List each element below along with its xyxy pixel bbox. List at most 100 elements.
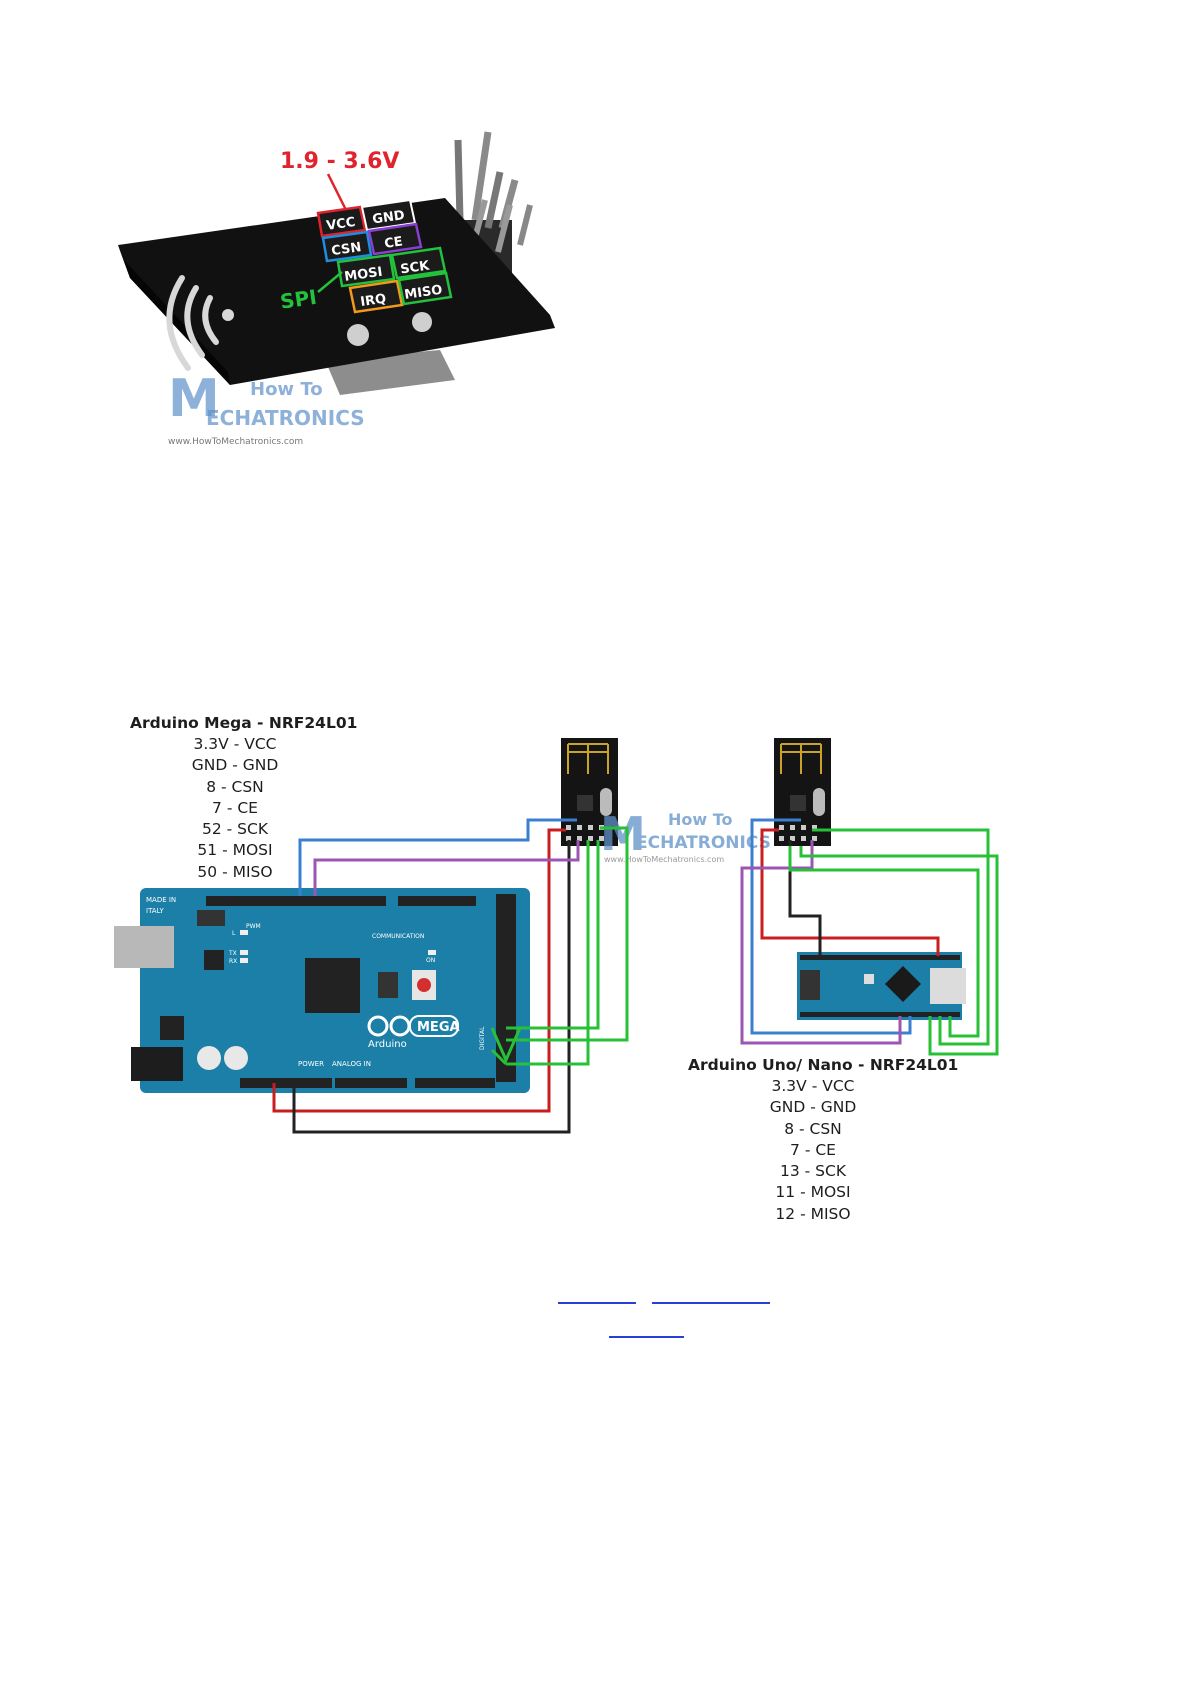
mega-pin-row: GND - GND — [191, 756, 279, 775]
svg-text:MADE IN: MADE IN — [146, 896, 176, 904]
svg-text:SPI: SPI — [279, 285, 319, 314]
svg-text:How To: How To — [250, 379, 323, 400]
svg-text:RX: RX — [229, 958, 237, 965]
dc-jack — [131, 1047, 183, 1081]
svg-text:ON: ON — [426, 957, 435, 964]
mega-pin-row: 8 - CSN — [206, 777, 264, 796]
uno-pin-row: 7 - CE — [790, 1140, 836, 1159]
mega-pinout-title: Arduino Mega - NRF24L01 — [130, 714, 358, 732]
svg-text:L: L — [232, 930, 236, 937]
svg-text:TX: TX — [228, 950, 237, 957]
watermark-logo: M How To ECHATRONICS www.HowToMechatroni… — [600, 807, 771, 864]
wire-mosi — [506, 840, 600, 1030]
pin-label-irq: IRQ — [348, 279, 404, 314]
svg-text:ECHATRONICS: ECHATRONICS — [636, 833, 771, 853]
svg-text:SCK: SCK — [399, 258, 431, 277]
mcu-chip — [305, 958, 360, 1013]
comm-header — [398, 896, 476, 906]
wire-sck — [812, 828, 990, 1046]
mega-pinout-box: Arduino Mega - NRF24L01 3.3V - VCC GND -… — [130, 713, 358, 883]
pin-label-mosi: MOSI — [336, 253, 396, 288]
arduino-nano-board — [797, 952, 966, 1020]
svg-text:M: M — [168, 369, 220, 429]
arduino-mega-board: MEGA Arduino MADE IN ITALY POWER ANALOG … — [114, 888, 530, 1093]
link-underline[interactable] — [652, 1302, 770, 1304]
svg-text:MOSI: MOSI — [344, 265, 384, 285]
digital-header — [496, 894, 516, 1082]
voltage-callout: 1.9 - 3.6V — [280, 149, 399, 211]
wire-vcc — [272, 828, 566, 1113]
svg-text:IRQ: IRQ — [359, 292, 387, 310]
mini-usb — [930, 968, 966, 1004]
mega-wires — [272, 818, 629, 1134]
analog-header-1 — [335, 1078, 407, 1088]
watermark-logo: M How To ECHATRONICS www.HowToMechatroni… — [168, 369, 365, 447]
wire-gnd — [292, 840, 571, 1134]
svg-text:www.HowToMechatronics.com: www.HowToMechatronics.com — [604, 855, 724, 864]
uno-pin-row: 11 - MOSI — [775, 1183, 851, 1202]
mega-pin-row: 50 - MISO — [197, 862, 273, 881]
pin-label-grid: VCC GND CSN CE MOSI SCK — [316, 198, 453, 314]
svg-text:ECHATRONICS: ECHATRONICS — [206, 406, 365, 430]
pin-label-miso: MISO — [397, 271, 453, 306]
wire-csn — [750, 818, 912, 1035]
svg-text:MEGA: MEGA — [417, 1020, 460, 1035]
svg-text:GND: GND — [371, 208, 405, 227]
nano-wires — [740, 818, 999, 1056]
pin-label-vcc: VCC — [316, 205, 367, 238]
nrf24l01-module-figure: VCC GND CSN CE MOSI SCK — [110, 110, 610, 490]
uno-pin-row: GND - GND — [769, 1098, 857, 1117]
mega-pin-row: 52 - SCK — [202, 820, 268, 839]
mega-pin-row: 3.3V - VCC — [193, 735, 277, 753]
icsp-header — [378, 972, 398, 998]
nrf24l01-module-right — [774, 738, 831, 846]
pwm-header — [206, 896, 386, 906]
link-underline[interactable] — [558, 1302, 636, 1304]
svg-text:DIGITAL: DIGITAL — [479, 1026, 486, 1050]
wire-miso — [506, 840, 590, 1066]
uno-pin-row: 13 - SCK — [780, 1162, 846, 1181]
uno-pin-row: 3.3V - VCC — [771, 1077, 855, 1095]
wifi-icon — [166, 275, 234, 371]
svg-text:CSN: CSN — [330, 240, 362, 259]
uno-pin-row: 8 - CSN — [784, 1119, 842, 1138]
uno-nano-pinout-box: Arduino Uno/ Nano - NRF24L01 3.3V - VCC … — [688, 1055, 959, 1225]
analog-header-2 — [415, 1078, 495, 1088]
link-underline[interactable] — [609, 1336, 684, 1338]
svg-text:POWER: POWER — [298, 1060, 324, 1068]
usb-b-connector — [114, 926, 174, 968]
nano-mcu — [885, 966, 921, 1002]
uno-pin-row: 12 - MISO — [775, 1204, 851, 1223]
spi-callout: SPI — [279, 271, 343, 314]
mega-pin-row: 51 - MOSI — [197, 841, 273, 860]
svg-text:Arduino: Arduino — [368, 1039, 407, 1050]
svg-text:1.9 - 3.6V: 1.9 - 3.6V — [280, 149, 399, 174]
svg-text:ITALY: ITALY — [146, 907, 165, 915]
pin-label-sck: SCK — [390, 246, 447, 280]
wire-vcc — [760, 828, 940, 956]
capacitor — [224, 1046, 248, 1070]
power-header — [240, 1078, 332, 1088]
wiring-diagram: MEGA Arduino MADE IN ITALY POWER ANALOG … — [114, 738, 999, 1134]
svg-text:COMMUNICATION: COMMUNICATION — [372, 933, 424, 940]
svg-text:M: M — [600, 807, 646, 861]
svg-text:How To: How To — [668, 810, 733, 829]
svg-text:CE: CE — [383, 234, 403, 251]
wire-mosi — [799, 846, 999, 1056]
pcb-board — [118, 198, 555, 385]
wire-ce — [740, 840, 902, 1045]
wire-gnd — [788, 840, 822, 956]
wire-miso — [788, 846, 980, 1038]
pin-label-ce: CE — [367, 222, 423, 256]
wire-sck — [506, 826, 629, 1042]
wire-csn — [298, 818, 577, 896]
wire-ce — [313, 840, 580, 896]
svg-text:www.HowToMechatronics.com: www.HowToMechatronics.com — [168, 437, 303, 447]
svg-text:ANALOG IN: ANALOG IN — [332, 1060, 371, 1068]
capacitor — [197, 1046, 221, 1070]
uno-pinout-title: Arduino Uno/ Nano - NRF24L01 — [688, 1056, 959, 1074]
nrf24l01-module-illustration: VCC GND CSN CE MOSI SCK — [118, 131, 555, 447]
svg-text:PWM: PWM — [246, 923, 261, 930]
pin-label-csn: CSN — [321, 230, 373, 263]
svg-text:VCC: VCC — [325, 215, 356, 234]
